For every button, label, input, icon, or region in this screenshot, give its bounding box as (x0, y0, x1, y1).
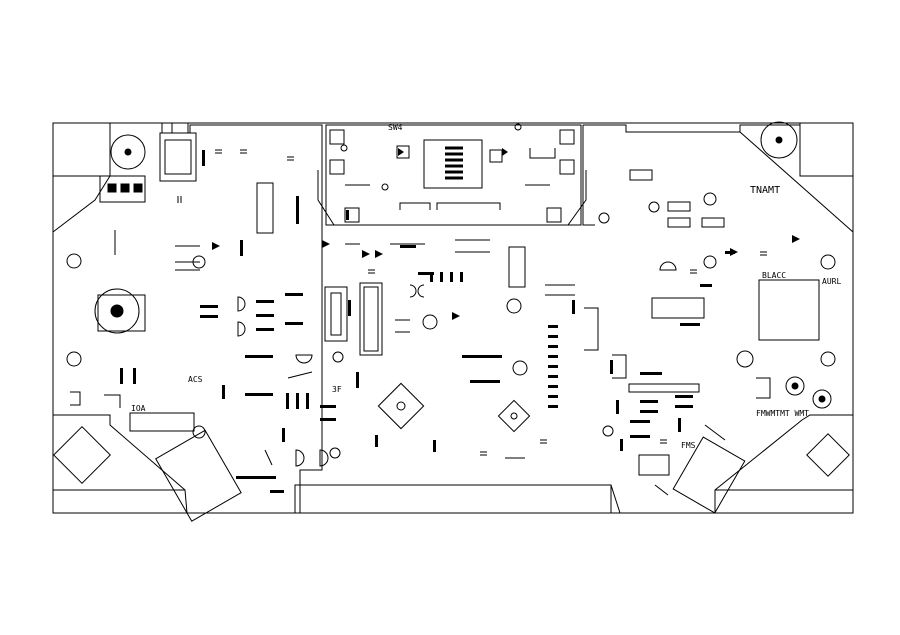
potentiometer-left (94, 288, 146, 334)
transistors (237, 261, 677, 467)
mounting-holes (66, 123, 836, 459)
label-right-big: TNAMT (750, 185, 780, 196)
connectors (53, 122, 850, 522)
label-right-small: AURL (822, 277, 841, 286)
label-center-mark: 3F (332, 385, 342, 394)
board-outline (52, 122, 854, 514)
label-left-bottom: IOA (131, 404, 146, 413)
diodes (212, 148, 800, 320)
buzzer-right (760, 121, 798, 159)
traces (70, 184, 771, 496)
module-ic-pins (445, 146, 463, 180)
label-bottom-right: FMWMTMT WMT (756, 409, 809, 418)
integrated-circuits (256, 139, 820, 433)
label-left-small: ACS (188, 375, 203, 384)
potentiometer-right (785, 376, 832, 409)
module-switches (329, 129, 575, 223)
passive-components (120, 150, 735, 493)
capacitor-marks (177, 149, 767, 459)
label-ic-right: BLACC (762, 271, 786, 280)
label-top-center: SW4 (388, 123, 403, 132)
label-bottom-mid-right: FMS (681, 441, 696, 450)
buzzer-left (110, 134, 146, 170)
